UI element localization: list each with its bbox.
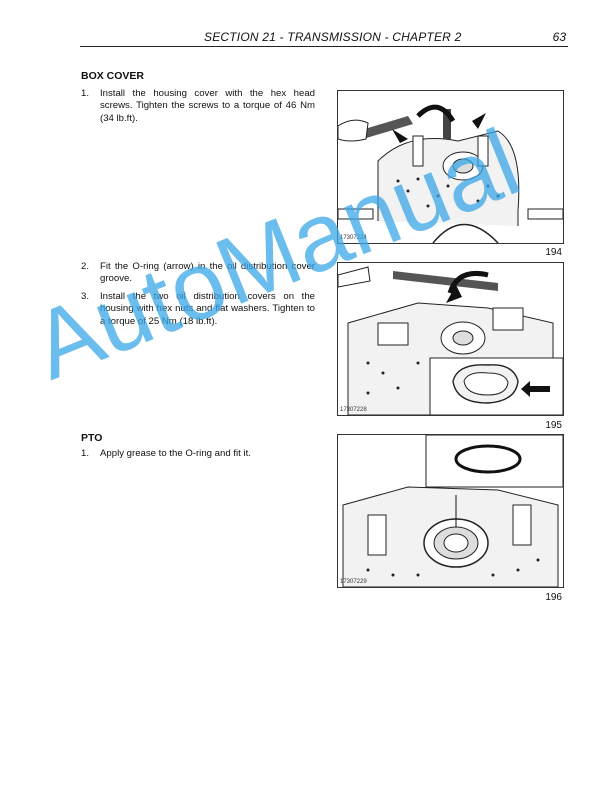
instruction-step: 1. Install the housing cover with the he… <box>81 88 315 125</box>
pto-o-ring-illustration <box>342 435 563 587</box>
step-number: 1. <box>81 448 90 459</box>
step-number: 3. <box>81 291 90 302</box>
step-text: Fit the O-ring (arrow) in the oil distri… <box>100 261 315 285</box>
housing-cover-illustration <box>338 104 563 243</box>
figure-code: 17307228 <box>340 407 367 413</box>
pto-heading: PTO <box>81 432 103 444</box>
figure-code: 17307229 <box>340 579 367 585</box>
instruction-step: 2. Fit the O-ring (arrow) in the oil dis… <box>81 261 315 286</box>
figure-number: 196 <box>545 592 562 603</box>
oil-distribution-cover-illustration <box>338 266 563 415</box>
page-number: 63 <box>552 30 566 44</box>
step-text: Apply grease to the O-ring and fit it. <box>100 448 251 459</box>
instruction-step: 3. Install the two oil distribution cove… <box>81 291 315 328</box>
section-title: SECTION 21 - TRANSMISSION - CHAPTER 2 <box>204 30 462 44</box>
figure-pto-o-ring: 17307229 <box>337 434 564 588</box>
figure-number: 195 <box>545 420 562 431</box>
step-number: 1. <box>81 88 90 99</box>
page-header: SECTION 21 - TRANSMISSION - CHAPTER 2 63 <box>80 30 568 47</box>
step-text: Install the housing cover with the hex h… <box>100 88 315 124</box>
figure-box-cover-install: 17307224 <box>337 90 564 244</box>
figure-oil-distribution-covers: 17307228 <box>337 262 564 416</box>
box-cover-heading: BOX COVER <box>81 70 145 82</box>
step-text: Install the two oil distribution covers … <box>100 291 315 327</box>
step-number: 2. <box>81 261 90 272</box>
figure-number: 194 <box>545 247 562 258</box>
instruction-step: 1. Apply grease to the O-ring and fit it… <box>81 448 315 460</box>
figure-code: 17307224 <box>340 235 367 241</box>
